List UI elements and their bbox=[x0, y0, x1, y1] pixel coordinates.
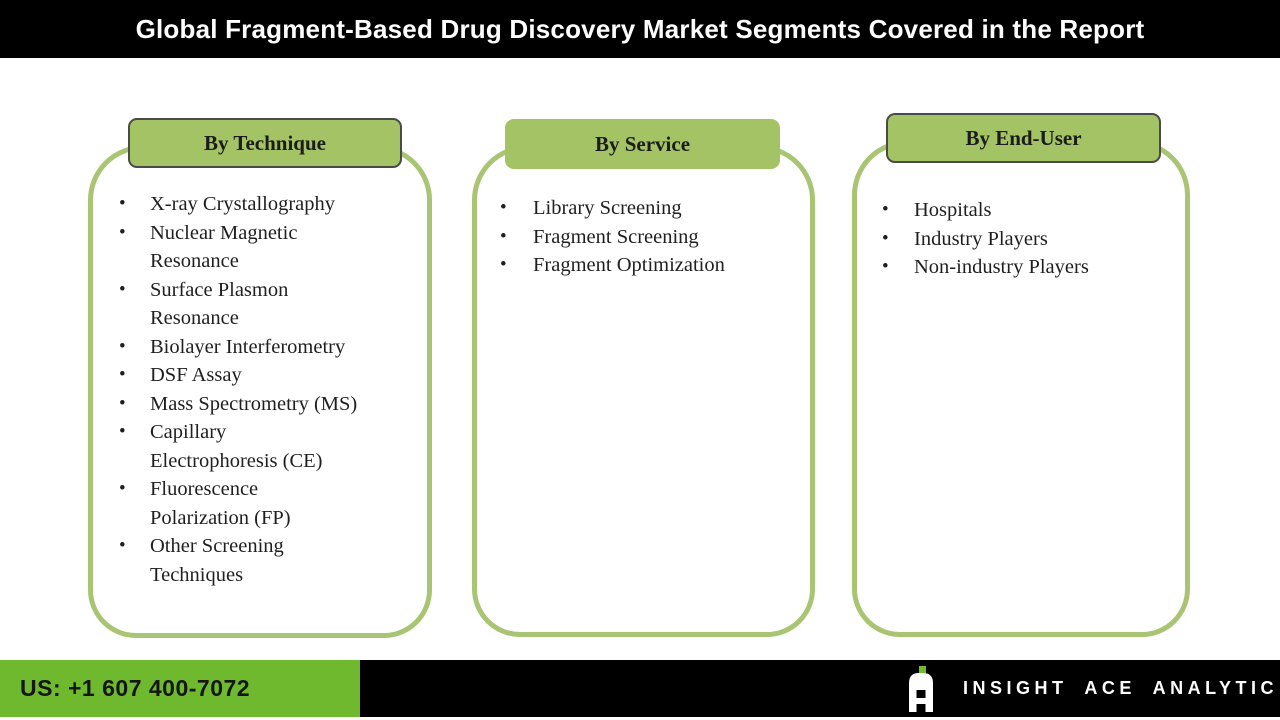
panel-header-label: By End-User bbox=[965, 125, 1082, 150]
segment-list-end-user: HospitalsIndustry PlayersNon-industry Pl… bbox=[852, 196, 1190, 282]
list-item: DSF Assay bbox=[88, 361, 432, 390]
phone-banner: US: +1 607 400-7072 bbox=[0, 660, 360, 717]
list-item: Hospitals bbox=[852, 196, 1190, 225]
list-item: Nuclear Magnetic Resonance bbox=[88, 219, 432, 276]
list-item: Surface Plasmon Resonance bbox=[88, 276, 432, 333]
list-item: X-ray Crystallography bbox=[88, 190, 432, 219]
page-title: Global Fragment-Based Drug Discovery Mar… bbox=[135, 13, 1145, 44]
brand-logo-icon bbox=[905, 664, 939, 714]
brand-banner: INSIGHT ACE ANALYTIC bbox=[360, 660, 1280, 717]
logo-green-dot-icon bbox=[919, 665, 926, 673]
phone-number: US: +1 607 400-7072 bbox=[20, 675, 251, 701]
title-bar: Global Fragment-Based Drug Discovery Mar… bbox=[0, 0, 1280, 58]
panel-header-label: By Service bbox=[594, 131, 691, 156]
list-item: Fragment Optimization bbox=[472, 251, 815, 280]
logo-a-icon bbox=[909, 672, 933, 712]
list-item: Fluorescence Polarization (FP) bbox=[88, 475, 432, 532]
panel-header-technique: By Technique bbox=[128, 118, 402, 168]
list-item: Industry Players bbox=[852, 225, 1190, 254]
list-item: Non-industry Players bbox=[852, 253, 1190, 282]
brand-name: INSIGHT ACE ANALYTIC bbox=[963, 678, 1279, 698]
panel-header-service: By Service bbox=[505, 119, 780, 169]
list-item: Mass Spectrometry (MS) bbox=[88, 390, 432, 419]
list-item: Capillary Electrophoresis (CE) bbox=[88, 418, 432, 475]
segment-list-technique: X-ray CrystallographyNuclear Magnetic Re… bbox=[88, 190, 432, 589]
list-item: Biolayer Interferometry bbox=[88, 333, 432, 362]
list-item: Library Screening bbox=[472, 194, 815, 223]
list-item: Other Screening Techniques bbox=[88, 532, 432, 589]
panel-header-end-user: By End-User bbox=[886, 113, 1161, 163]
list-item: Fragment Screening bbox=[472, 223, 815, 252]
segment-list-service: Library ScreeningFragment ScreeningFragm… bbox=[472, 194, 815, 280]
panel-header-label: By Technique bbox=[204, 130, 326, 155]
